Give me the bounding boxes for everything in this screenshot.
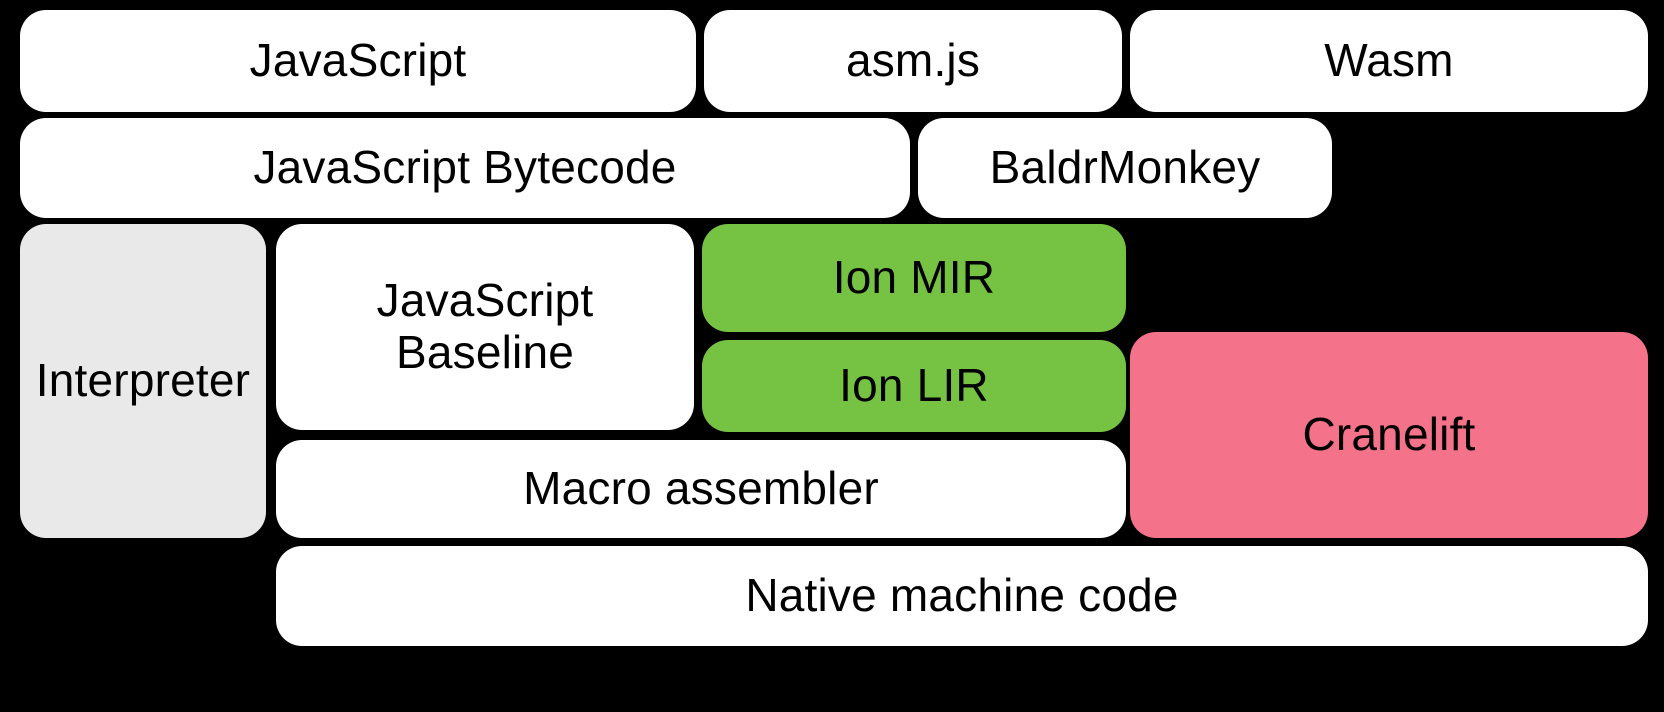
- node-native-machine-code[interactable]: Native machine code: [276, 546, 1648, 646]
- node-label-interpreter: Interpreter: [35, 354, 251, 407]
- node-interpreter[interactable]: Interpreter: [20, 224, 266, 538]
- node-label-ion-lir: Ion LIR: [839, 359, 989, 412]
- node-label-ion-mir: Ion MIR: [832, 251, 996, 304]
- node-ion-lir[interactable]: Ion LIR: [702, 340, 1126, 432]
- node-label-javascript-baseline: JavaScript Baseline: [376, 274, 594, 378]
- node-cranelift[interactable]: Cranelift: [1130, 332, 1648, 538]
- node-javascript-bytecode[interactable]: JavaScript Bytecode: [20, 118, 910, 218]
- node-label-baldrmonkey: BaldrMonkey: [989, 141, 1261, 194]
- node-ion-mir[interactable]: Ion MIR: [702, 224, 1126, 332]
- node-label-asm-js: asm.js: [845, 34, 981, 87]
- node-label-native-machine-code: Native machine code: [745, 569, 1179, 622]
- node-label-javascript-bytecode: JavaScript Bytecode: [253, 141, 677, 194]
- node-label-cranelift: Cranelift: [1302, 408, 1476, 461]
- node-macro-assembler[interactable]: Macro assembler: [276, 440, 1126, 538]
- node-asm-js[interactable]: asm.js: [704, 10, 1122, 112]
- node-javascript-baseline[interactable]: JavaScript Baseline: [276, 224, 694, 430]
- node-wasm[interactable]: Wasm: [1130, 10, 1648, 112]
- node-javascript[interactable]: JavaScript: [20, 10, 696, 112]
- node-label-macro-assembler: Macro assembler: [523, 462, 879, 515]
- node-label-javascript: JavaScript: [249, 34, 467, 87]
- node-baldrmonkey[interactable]: BaldrMonkey: [918, 118, 1332, 218]
- node-label-wasm: Wasm: [1324, 34, 1454, 87]
